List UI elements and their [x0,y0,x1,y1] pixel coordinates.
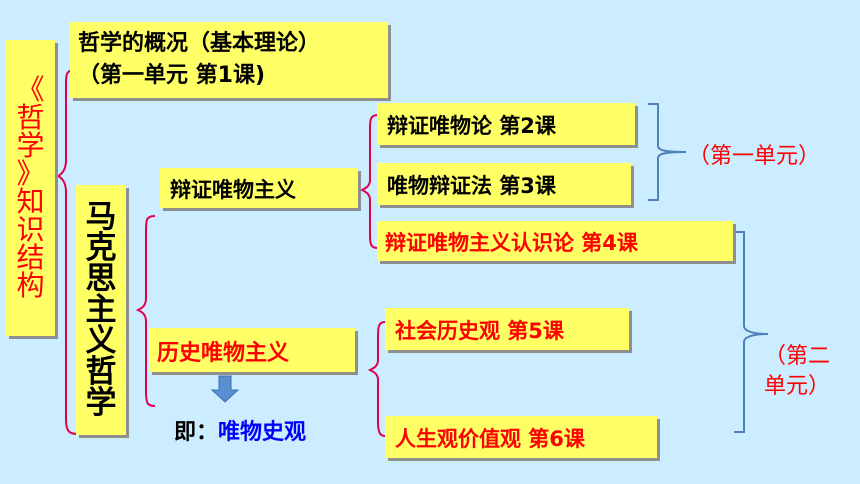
title-char: 知 [16,185,45,218]
that-is-text: 即：唯物史观 [174,414,306,446]
title-char: 构 [16,269,45,302]
bracket-dialectical [359,114,379,249]
bracket-unit1 [648,103,687,201]
that-is-prefix: 即： [174,420,219,445]
marxism-char: 义 [85,322,117,359]
title-char: 哲 [16,101,45,134]
bracket-unit2 [734,231,769,433]
unit-2-label: （第二 单元） [764,342,830,402]
bracket-marxism [135,215,156,407]
overview-line1: 哲学的概况（基本理论） [78,31,321,56]
lesson-4-box: 辩证唯物主义认识论 第4课 [377,221,733,261]
lesson-6-label: 人生观价值观 第6课 [395,427,585,451]
marxism-char: 思 [85,260,117,297]
marxism-char: 主 [85,291,117,328]
title-char: 》 [16,157,45,190]
bracket-historical [367,321,386,437]
title-char: 结 [16,241,45,274]
that-is-value: 唯物史观 [218,420,307,445]
lesson-3-label: 唯物辩证法 第3课 [387,174,556,198]
overview-line2: （第一单元 第1课) [78,63,266,88]
title-char: 识 [16,213,45,246]
overview-box: 哲学的概况（基本理论） （第一单元 第1课) [70,22,388,98]
lesson-6-box: 人生观价值观 第6课 [385,416,657,458]
unit-1-label: （第一单元） [688,144,821,169]
marxism-char: 克 [85,229,117,266]
marxism-char: 马 [85,198,117,235]
lesson-5-label: 社会历史观 第5课 [395,319,564,343]
marxism-char: 学 [85,384,117,421]
dialectical-materialism-box: 辩证唯物主义 [160,168,358,208]
title-box: 《 哲 学 》 知 识 结 构 [6,40,55,336]
lesson-2-box: 辩证唯物论 第2课 [377,103,635,145]
marxism-char: 哲 [85,353,117,390]
bracket-title [55,69,79,435]
unit-2-line2: 单元） [764,374,831,399]
historical-materialism-label: 历史唯物主义 [157,341,290,366]
unit-2-line1: （第二 [764,344,831,369]
title-char: 《 [16,73,45,106]
historical-materialism-box: 历史唯物主义 [149,328,355,372]
title-char: 学 [16,129,45,162]
lesson-2-label: 辩证唯物论 第2课 [387,114,556,138]
dialectical-materialism-label: 辩证唯物主义 [170,178,296,202]
lesson-3-box: 唯物辩证法 第3课 [377,163,631,205]
lesson-5-box: 社会历史观 第5课 [385,308,629,350]
lesson-4-label: 辩证唯物主义认识论 第4课 [385,231,638,255]
marxism-box: 马 克 思 主 义 哲 学 [76,185,126,435]
down-arrow-icon [210,375,240,403]
